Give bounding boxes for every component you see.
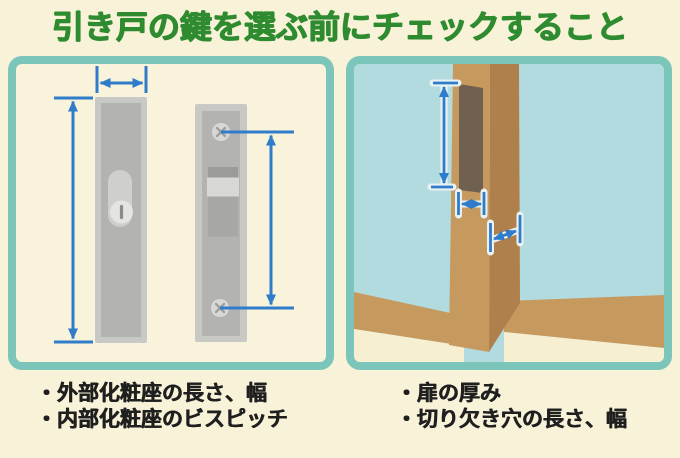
checklist-item: ・切り欠き穴の長さ、幅 <box>396 408 627 431</box>
checklist-left: ・外部化粧座の長さ、幅 ・内部化粧座のビスピッチ <box>36 381 288 433</box>
cutout-width-measure-arrow <box>457 192 486 215</box>
lock-plates-diagram <box>54 66 294 344</box>
thumbturn <box>207 167 239 237</box>
interior-plate <box>195 104 247 342</box>
door-edge-diagram <box>354 64 664 362</box>
cutout-height-measure-arrow <box>431 81 458 189</box>
plate-width-measure-arrow <box>95 66 148 93</box>
baseboard-right <box>504 295 664 348</box>
panel-lock-plates <box>8 56 334 370</box>
door-thickness-measure-arrow <box>489 215 522 252</box>
checklist-item: ・内部化粧座のビスピッチ <box>36 408 288 431</box>
plate-height-measure-arrow <box>54 96 93 344</box>
keyhole-icon <box>110 200 133 224</box>
page-title: 引き戸の鍵を選ぶ前にチェックすること <box>51 9 628 45</box>
checklist-item: ・外部化粧座の長さ、幅 <box>36 382 267 405</box>
checklist-item: ・扉の厚み <box>396 382 501 405</box>
exterior-plate <box>95 97 147 343</box>
checklist-right: ・扉の厚み ・切り欠き穴の長さ、幅 <box>396 381 627 433</box>
baseboard-left <box>354 292 464 346</box>
floor-right <box>504 332 664 362</box>
door-side-face <box>489 64 520 352</box>
cutout-hole <box>459 84 483 193</box>
floor-left <box>354 329 464 362</box>
panel-door-edge <box>346 56 672 370</box>
screw-pitch-measure-arrow <box>220 130 294 310</box>
